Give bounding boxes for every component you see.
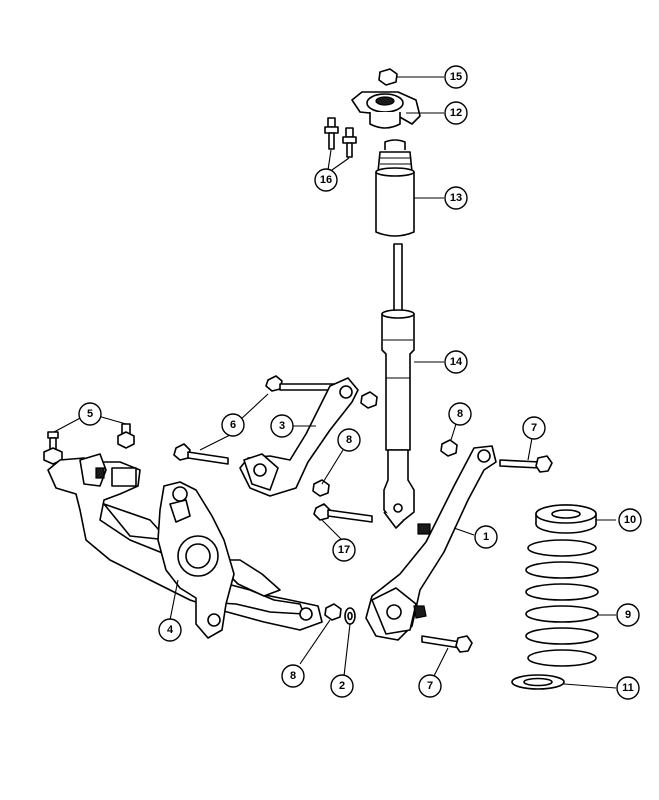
- part-8-nut-right: [440, 423, 458, 457]
- callout-8-right: 8: [448, 402, 472, 426]
- callout-3-label: 3: [279, 420, 285, 432]
- part-12-upper-mount: [351, 91, 444, 129]
- callout-2: 2: [330, 674, 354, 698]
- part-3-upper-control-arm: [239, 377, 359, 497]
- part-15-nut: [378, 68, 444, 86]
- callout-12: 12: [444, 101, 468, 125]
- part-6-bolt-upper: [239, 375, 345, 421]
- callout-5-label: 5: [87, 408, 93, 420]
- callout-10: 10: [618, 508, 642, 532]
- callout-6: 6: [221, 413, 245, 437]
- part-16-studs: [324, 117, 357, 171]
- callout-9-label: 9: [625, 609, 631, 621]
- part-7-bolt-upper: [499, 437, 553, 473]
- part-10-upper-isolator: [535, 504, 616, 534]
- callout-7-upper: 7: [522, 416, 546, 440]
- part-8-nut-upper-right: [360, 391, 378, 409]
- callout-4-label: 4: [167, 624, 174, 636]
- part-2-washer: [343, 607, 356, 677]
- callout-8-middle: 8: [337, 428, 361, 452]
- callout-3: 3: [270, 414, 294, 438]
- part-7-bolt-lower: [421, 635, 473, 677]
- callout-13-label: 13: [450, 192, 462, 204]
- part-1-lower-control-arm: [365, 445, 497, 641]
- callout-10-label: 10: [624, 514, 636, 526]
- callout-15: 15: [444, 65, 468, 89]
- callout-13: 13: [444, 186, 468, 210]
- part-8-nut-lower: [299, 603, 342, 665]
- callout-17: 17: [332, 538, 356, 562]
- part-8-nut-middle: [312, 449, 344, 497]
- part-13-dust-boot: [375, 139, 444, 237]
- callout-11: 11: [616, 676, 640, 700]
- callout-6-label: 6: [230, 419, 236, 431]
- callout-5: 5: [78, 402, 102, 426]
- callout-7-lower: 7: [418, 674, 442, 698]
- callout-14: 14: [444, 350, 468, 374]
- callout-2-label: 2: [339, 680, 345, 692]
- callout-1: 1: [474, 525, 498, 549]
- callout-16-label: 16: [320, 174, 332, 186]
- callout-8-middle-label: 8: [346, 434, 352, 446]
- callout-15-label: 15: [450, 71, 462, 83]
- callout-8-right-label: 8: [457, 408, 463, 420]
- callout-8-lower-label: 8: [290, 670, 296, 682]
- callout-4: 4: [158, 618, 182, 642]
- callout-17-label: 17: [338, 544, 350, 556]
- callout-1-label: 1: [483, 531, 489, 543]
- callout-8-lower: 8: [281, 664, 305, 688]
- callout-7-upper-label: 7: [531, 422, 537, 434]
- callout-12-label: 12: [450, 107, 462, 119]
- part-4-knuckle: [157, 481, 235, 639]
- callout-16: 16: [314, 168, 338, 192]
- part-9-coil-spring: [525, 539, 616, 667]
- part-5-bolts: [43, 415, 135, 465]
- callout-7-lower-label: 7: [427, 680, 433, 692]
- callout-11-label: 11: [622, 682, 634, 694]
- part-6-bolt-lower: [173, 431, 237, 465]
- callout-9: 9: [616, 603, 640, 627]
- callout-14-label: 14: [450, 356, 463, 368]
- part-14-shock-absorber: [381, 243, 444, 529]
- part-17-bolt: [313, 503, 373, 541]
- part-11-lower-isolator: [511, 674, 617, 690]
